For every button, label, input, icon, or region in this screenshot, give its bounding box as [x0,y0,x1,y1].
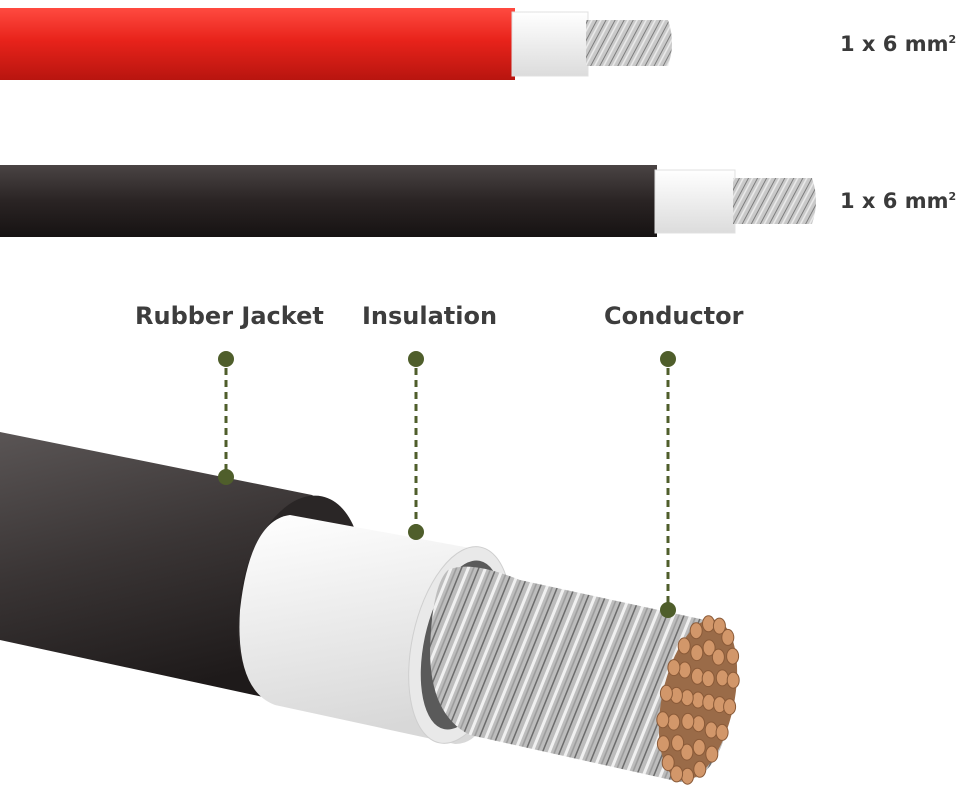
copper-strand [690,667,704,685]
copper-strand [702,639,716,657]
red-cable [0,8,672,80]
black-cable-spec-superscript: 2 [948,190,957,203]
black-cable-conductor [733,178,816,224]
black-cable-insulation [654,169,736,234]
copper-strand [721,628,735,646]
red-cable-spec-superscript: 2 [948,33,957,46]
copper-strand [681,712,695,730]
copper-strand [701,670,715,688]
copper-strand [692,715,706,733]
rubber-jacket-label: Rubber Jacket [135,302,324,330]
copper-strand [692,738,706,756]
copper-strand [693,760,707,778]
copper-strand [702,693,716,711]
conductor-top-marker [660,351,676,367]
conductor-point-marker [660,602,676,618]
copper-strand [661,754,675,772]
copper-strand [715,669,729,687]
black-cable-jacket [0,165,657,237]
red-cable-spec: 1 x 6 mm2 [840,32,956,56]
red-cable-jacket [0,8,515,80]
copper-strand [702,615,715,633]
copper-strands [656,615,740,785]
callout-connectors [218,351,676,618]
copper-strand [690,644,704,662]
copper-strand [678,661,692,679]
copper-strand [670,765,684,783]
copper-strand [689,622,703,640]
red-cable-conductor [586,20,672,66]
copper-strand [712,617,726,635]
copper-strand [691,691,705,709]
red-cable-insulation [511,11,589,77]
copper-strand [656,711,670,729]
copper-strand [667,659,681,677]
rubber-jacket-point-marker [218,469,234,485]
copper-strand [723,698,737,716]
black-cable [0,165,816,237]
copper-strand [715,723,729,741]
copper-strand [671,734,685,752]
insulation-label: Insulation [362,302,498,330]
copper-strand [681,767,694,785]
copper-strand [667,713,681,731]
cutaway-conductor [430,566,733,782]
copper-strand [705,745,719,763]
conductor-label: Conductor [604,302,744,330]
black-cable-spec-text: 1 x 6 mm [840,189,949,213]
insulation-point-marker [408,524,424,540]
insulation-top-marker [408,351,424,367]
copper-strand [680,689,694,707]
copper-strand [726,671,740,689]
red-cable-spec-text: 1 x 6 mm [840,32,949,56]
copper-strand [677,637,691,655]
copper-strand [711,648,725,666]
copper-strand [726,647,740,665]
copper-strand [704,721,718,739]
copper-strand [659,684,673,702]
black-cable-spec: 1 x 6 mm2 [840,189,956,213]
rubber-jacket-top-marker [218,351,234,367]
cutaway-cable [0,432,740,785]
copper-strand [656,735,670,753]
copper-strand [680,743,694,761]
